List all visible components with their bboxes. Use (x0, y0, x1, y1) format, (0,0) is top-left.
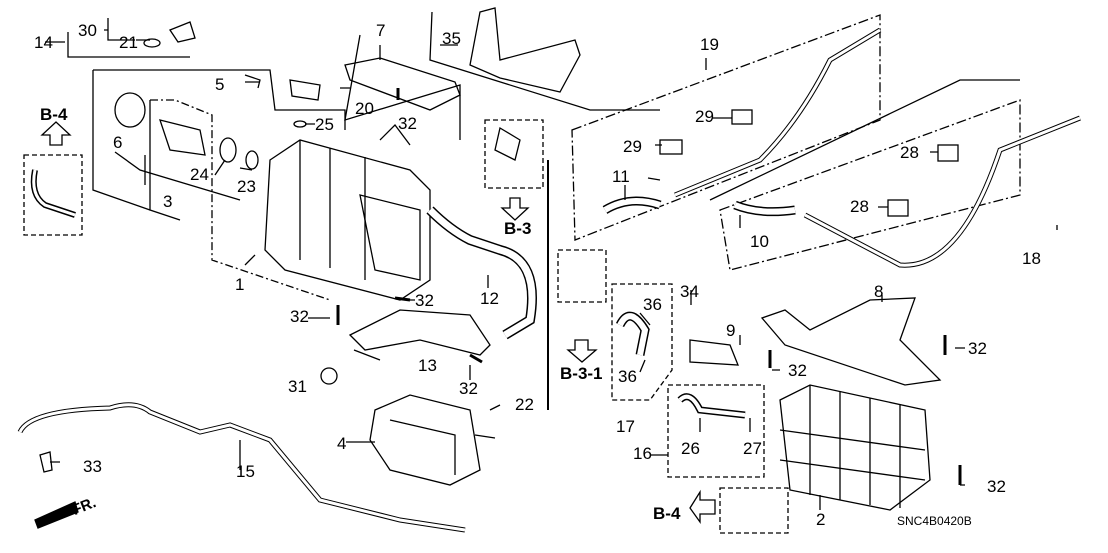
label-part-32-d: 32 (788, 361, 807, 380)
arrow-down-b31 (566, 339, 598, 363)
label-part-25: 25 (315, 115, 334, 134)
label-part-29-b: 29 (623, 137, 642, 156)
label-part-31: 31 (288, 377, 307, 396)
canister-4-shape (369, 394, 496, 486)
ref-label-b4-bottom: B-4 (653, 504, 681, 523)
label-part-32-a: 32 (290, 307, 309, 326)
label-part-33: 33 (83, 457, 102, 476)
arrow-left-b4 (689, 489, 716, 525)
label-part-35: 35 (442, 29, 461, 48)
label-part-21: 21 (119, 33, 138, 52)
label-part-20: 20 (355, 99, 374, 118)
clip-28a-shape (937, 144, 959, 162)
frame-bracket-7 (344, 34, 461, 140)
washer-25-shape (293, 120, 307, 128)
label-part-4: 4 (337, 434, 347, 453)
label-part-11: 11 (612, 167, 630, 186)
valve-9-shape (689, 339, 739, 366)
bolt-32-f (469, 353, 483, 364)
nut-31-shape (320, 367, 338, 385)
bracket-35-shape (469, 7, 581, 93)
frame-bracket-35 (429, 11, 660, 111)
bracket-8-shape (760, 297, 942, 386)
frame-18 (719, 99, 1021, 271)
label-part-36-a: 36 (643, 295, 662, 314)
label-part-17: 17 (616, 417, 635, 436)
label-part-2: 2 (816, 510, 826, 529)
label-part-9: 9 (726, 321, 736, 340)
frame-valve-group (150, 99, 331, 301)
clip-28b-shape (887, 199, 909, 217)
label-part-12: 12 (480, 289, 499, 308)
label-part-28-a: 28 (900, 143, 919, 162)
bolt-33-shape (39, 451, 53, 473)
label-part-32-g: 32 (398, 114, 417, 133)
ref-box-b3 (484, 119, 544, 189)
arrow-down-b3 (500, 197, 530, 221)
label-part-19: 19 (700, 35, 719, 54)
o-ring-23-shape (245, 150, 259, 170)
o-ring-24-shape (219, 137, 237, 163)
clip-29a-shape (659, 139, 683, 155)
pipe-18-shape (803, 115, 1081, 268)
label-part-32-e: 32 (987, 477, 1006, 496)
label-part-36-b: 36 (618, 367, 637, 386)
bolt-32-b (394, 296, 411, 302)
valve-3-shape (159, 119, 206, 156)
frame-19 (571, 14, 881, 241)
label-part-7: 7 (376, 21, 386, 40)
label-part-32-b: 32 (415, 291, 434, 310)
canister-1-shape (264, 124, 431, 301)
label-part-29-a: 29 (695, 107, 714, 126)
arrow-up-b4 (40, 121, 72, 146)
clip-5-shape (244, 74, 261, 89)
label-part-34: 34 (680, 282, 699, 301)
bracket-30 (107, 18, 135, 41)
arrow-fr (34, 501, 79, 529)
ref-label-b3: B-3 (504, 219, 532, 238)
frame-17 (611, 283, 673, 401)
label-part-26: 26 (681, 439, 700, 458)
label-part-3: 3 (163, 192, 173, 211)
ref-label-b4-left: B-4 (40, 105, 68, 124)
plug-21-shape (143, 38, 161, 48)
label-part-14: 14 (34, 33, 53, 52)
label-part-30: 30 (78, 21, 97, 40)
bracket-13-shape (348, 309, 491, 356)
label-part-1: 1 (235, 275, 245, 294)
label-part-23: 23 (237, 177, 256, 196)
label-part-13: 13 (418, 356, 437, 375)
label-part-15: 15 (236, 462, 255, 481)
label-part-32-c: 32 (968, 339, 987, 358)
canister-2-shape (779, 384, 931, 511)
label-part-10: 10 (750, 232, 769, 251)
label-part-18: 18 (1022, 249, 1041, 268)
ref-box-b31 (557, 249, 607, 303)
ref-box-b4-left (23, 154, 83, 236)
label-part-32-f: 32 (459, 379, 478, 398)
frame-16 (667, 384, 765, 478)
label-part-16: 16 (633, 444, 652, 463)
bracket-14 (67, 32, 190, 58)
label-part-24: 24 (190, 165, 209, 184)
label-part-27: 27 (743, 439, 762, 458)
label-part-8: 8 (874, 282, 884, 301)
diagram-code: SNC4B0420B (897, 514, 972, 528)
ref-box-b4-bottom (719, 487, 789, 534)
label-part-22: 22 (515, 395, 534, 414)
ref-label-b31: B-3-1 (560, 364, 603, 383)
clip-29b-shape (731, 109, 753, 125)
label-part-28-b: 28 (850, 197, 869, 216)
label-part-5: 5 (215, 75, 225, 94)
cap-6-shape (114, 92, 146, 128)
fitting-30-shape (169, 21, 196, 43)
sensor-20-shape (289, 79, 321, 101)
fitting-b3-shape (494, 126, 521, 161)
label-part-6: 6 (113, 133, 123, 152)
